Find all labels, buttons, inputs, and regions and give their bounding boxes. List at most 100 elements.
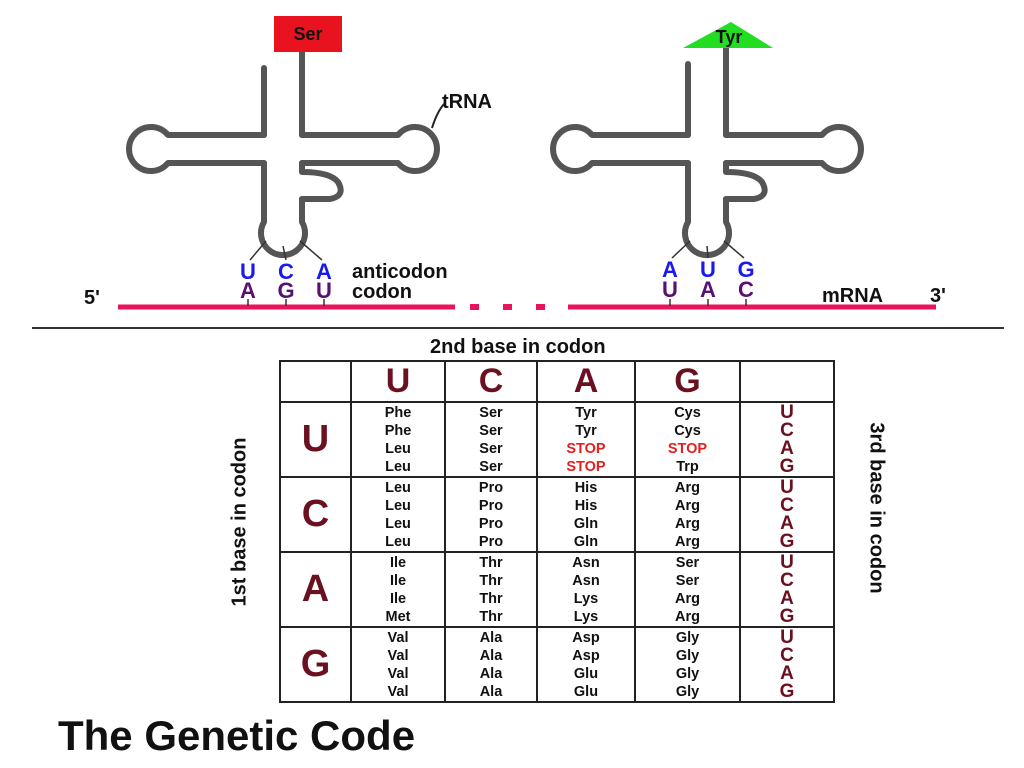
- amino-acid: Arg: [675, 479, 700, 496]
- amino-acid: Ala: [479, 665, 503, 682]
- amino-acid: Leu: [385, 533, 411, 550]
- codon-label: codon: [352, 281, 412, 303]
- left-codon-base-2: G: [277, 278, 294, 303]
- amino-acid: Met: [385, 608, 411, 625]
- amino-acid: Pro: [478, 515, 504, 532]
- left-codon-base-1: A: [240, 278, 256, 303]
- amino-acid: Lys: [573, 608, 599, 625]
- amino-acid: Tyr: [575, 404, 597, 421]
- amino-acid: Thr: [479, 572, 503, 589]
- amino-acid: Gln: [573, 533, 599, 550]
- stop-codon: STOP: [667, 440, 708, 457]
- amino-acid: Ser: [675, 572, 700, 589]
- corner-cell: [279, 360, 352, 403]
- left-anticodon-base-2: C: [278, 259, 294, 284]
- tyr-amino-acid-triangle: [683, 22, 773, 48]
- amino-acid: Tyr: [575, 422, 597, 439]
- third-base: A: [780, 587, 794, 609]
- third-base: G: [779, 680, 795, 702]
- mrna-label: mRNA: [822, 285, 883, 307]
- third-base: C: [780, 419, 794, 441]
- left-codon-base-3: U: [316, 278, 332, 303]
- amino-acid: Val: [387, 629, 409, 646]
- amino-acid: Glu: [573, 665, 599, 682]
- amino-acid: Ile: [389, 554, 407, 571]
- second-base-header: C: [444, 360, 538, 403]
- right-anticodon-base-3: G: [737, 257, 754, 282]
- amino-acid: Val: [387, 647, 409, 664]
- trna-mrna-diagram: 5' mRNA 3' tRNA Ser U C A A G U anticodo…: [84, 16, 946, 310]
- anticodon-label: anticodon: [352, 261, 448, 283]
- left-anticodon-base-1: U: [240, 259, 256, 284]
- third-base: A: [780, 662, 794, 684]
- right-codon-base-3: C: [738, 277, 754, 302]
- third-base: U: [780, 626, 794, 648]
- third-base: U: [780, 476, 794, 498]
- third-base: C: [780, 494, 794, 516]
- right-codon-ticks: [669, 299, 747, 306]
- amino-acid: Val: [387, 665, 409, 682]
- amino-acid: Cys: [674, 404, 701, 421]
- third-base: G: [779, 530, 795, 552]
- amino-acid: Ile: [389, 590, 407, 607]
- third-base: A: [780, 437, 794, 459]
- left-codon-ticks: [247, 299, 325, 306]
- trna-label-pointer: [431, 103, 445, 129]
- third-base: C: [780, 569, 794, 591]
- amino-acid: Ser: [479, 404, 503, 421]
- third-base-header-cell: [739, 360, 835, 403]
- amino-acid: Leu: [385, 458, 411, 475]
- amino-acid: Asp: [572, 629, 600, 646]
- right-codon-base-2: A: [700, 277, 716, 302]
- third-base-label: 3rd base in codon: [865, 422, 888, 594]
- amino-acid: Cys: [674, 422, 701, 439]
- page-title: The Genetic Code: [58, 712, 416, 759]
- stop-codon: STOP: [566, 440, 606, 457]
- amino-acid: Asn: [572, 554, 600, 571]
- left-anticodon-base-3: A: [316, 259, 332, 284]
- amino-acid: Leu: [385, 440, 411, 457]
- amino-acid: Pro: [478, 533, 504, 550]
- second-base-header: G: [634, 360, 741, 403]
- amino-acid: Trp: [676, 458, 699, 475]
- first-base-header: G: [279, 626, 352, 703]
- amino-acid: Arg: [675, 497, 700, 514]
- right-anticodon-base-1: A: [662, 257, 678, 282]
- mrna-gap-dots: [470, 304, 545, 310]
- amino-acid: Phe: [384, 404, 412, 421]
- third-base: G: [779, 455, 795, 477]
- amino-acid: Arg: [675, 608, 700, 625]
- amino-acid: Asn: [572, 572, 600, 589]
- amino-acid: Gly: [675, 647, 700, 664]
- second-base-header: A: [536, 360, 636, 403]
- amino-acid: Ala: [479, 683, 503, 700]
- amino-acid: Val: [387, 683, 409, 700]
- amino-acid: His: [574, 479, 598, 496]
- trna-left: [126, 47, 440, 259]
- tyr-amino-acid-label: Tyr: [716, 27, 743, 47]
- third-base: C: [780, 644, 794, 666]
- right-anticodon-base-2: U: [700, 257, 716, 282]
- amino-acid: Glu: [573, 683, 599, 700]
- section-divider: [32, 327, 1004, 329]
- amino-acid: Phe: [384, 422, 412, 439]
- amino-acid: Arg: [675, 590, 700, 607]
